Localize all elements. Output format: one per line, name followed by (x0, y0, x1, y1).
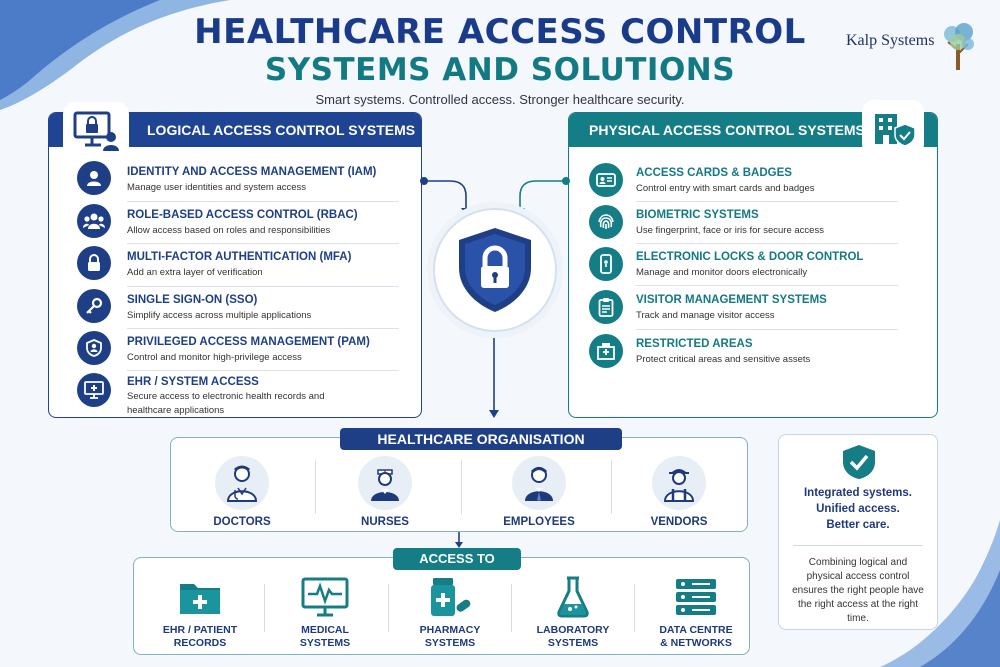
hospital-icon (589, 334, 623, 368)
divider (127, 201, 399, 202)
logical-item-title: MULTI-FACTOR AUTHENTICATION (MFA) (127, 251, 352, 263)
shield-check-icon (843, 445, 875, 479)
physical-item-title: RESTRICTED AREAS (636, 338, 753, 350)
page-title-line2: SYSTEMS AND SOLUTIONS (264, 52, 736, 88)
pill-bottle-icon (389, 576, 511, 618)
divider (127, 370, 399, 371)
logical-item-desc: Manage user identities and system access (127, 182, 307, 193)
logical-item-title: EHR / SYSTEM ACCESS (127, 376, 259, 388)
heartbeat-monitor-icon (264, 576, 386, 618)
building-shield-icon (862, 100, 924, 156)
physical-item-title: VISITOR MANAGEMENT SYSTEMS (636, 294, 827, 306)
summary-description: Combining logical and physical access co… (792, 557, 924, 624)
org-member-nurses: NURSES (325, 456, 445, 528)
logical-item-desc: Simplify access across multiple applicat… (127, 310, 312, 321)
divider (636, 285, 898, 286)
lock-icon (77, 246, 111, 280)
summary-box: Integrated systems. Unified access. Bett… (778, 434, 938, 630)
group-icon (77, 204, 111, 238)
org-member-label: DOCTORS (213, 516, 271, 528)
physical-item-desc: Track and manage visitor access (636, 310, 775, 321)
server-icon (635, 576, 757, 618)
door-lock-icon (589, 247, 623, 281)
employee-icon (512, 456, 566, 510)
computer-lock-icon (63, 102, 129, 160)
nurse-icon (358, 456, 412, 510)
folder-medical-icon (139, 576, 261, 618)
badge-icon (589, 163, 623, 197)
brand-name: Kalp Systems (846, 32, 935, 49)
shield-user-icon (77, 331, 111, 365)
org-member-label: NURSES (361, 516, 409, 528)
physical-item-title: ELECTRONIC LOCKS & DOOR CONTROL (636, 251, 864, 263)
org-member-label: VENDORS (650, 516, 708, 528)
physical-item-desc: Use fingerprint, face or iris for secure… (636, 225, 824, 236)
physical-item-desc: Manage and monitor doors electronically (636, 267, 808, 278)
divider (636, 243, 898, 244)
central-shield (433, 208, 557, 332)
physical-item-desc: Control entry with smart cards and badge… (636, 183, 815, 194)
decorative-wave-top-left (0, 0, 230, 110)
access-item-label: DATA CENTRE& NETWORKS (659, 624, 733, 649)
divider (264, 584, 265, 632)
vendor-icon (652, 456, 706, 510)
logical-item-desc: Add an extra layer of verification (127, 267, 263, 278)
access-item-datacentre: DATA CENTRE& NETWORKS (635, 576, 757, 650)
divider (127, 328, 399, 329)
physical-item-desc: Protect critical areas and sensitive ass… (636, 354, 811, 365)
clipboard-icon (589, 290, 623, 324)
divider (611, 460, 612, 514)
physical-access-panel: PHYSICAL ACCESS CONTROL SYSTEMS ACCESS C… (568, 112, 938, 418)
divider (127, 243, 399, 244)
divider (636, 329, 898, 330)
medical-monitor-icon (77, 373, 111, 407)
fingerprint-icon (589, 205, 623, 239)
user-icon (77, 161, 111, 195)
tree-logo-icon (944, 23, 974, 70)
physical-item-title: ACCESS CARDS & BADGES (636, 167, 792, 179)
org-member-vendors: VENDORS (619, 456, 739, 528)
logical-item-title: SINGLE SIGN-ON (SSO) (127, 294, 258, 306)
flask-icon (512, 576, 634, 618)
org-member-label: EMPLOYEES (503, 516, 575, 528)
logical-item-desc: Control and monitor high-privilege acces… (127, 352, 302, 363)
divider (793, 545, 923, 546)
shield-lock-icon (459, 228, 531, 312)
org-member-employees: EMPLOYEES (479, 456, 599, 528)
divider (461, 460, 462, 514)
summary-tagline: Integrated systems. Unified access. Bett… (803, 487, 912, 531)
org-member-doctors: DOCTORS (182, 456, 302, 528)
organisation-title: HEALTHCARE ORGANISATION (340, 428, 622, 450)
divider (636, 201, 898, 202)
logical-item-title: PRIVILEGED ACCESS MANAGEMENT (PAM) (127, 336, 370, 348)
divider (388, 584, 389, 632)
doctor-icon (215, 456, 269, 510)
divider (511, 584, 512, 632)
divider (634, 584, 635, 632)
page-subtitle: Smart systems. Controlled access. Strong… (315, 92, 685, 107)
divider (127, 286, 399, 287)
physical-item-title: BIOMETRIC SYSTEMS (636, 209, 759, 221)
logical-item-desc: Allow access based on roles and responsi… (127, 225, 331, 236)
decorative-wave-bottom-right (880, 520, 1000, 667)
logical-item-title: IDENTITY AND ACCESS MANAGEMENT (IAM) (127, 166, 377, 178)
access-title: ACCESS TO (393, 548, 521, 570)
page-title-line1: HEALTHCARE ACCESS CONTROL (194, 12, 806, 52)
organisation-panel: DOCTORS NURSES EMPLOYEES VENDORS (170, 437, 748, 532)
logical-item-title: ROLE-BASED ACCESS CONTROL (RBAC) (127, 209, 358, 221)
divider (315, 460, 316, 514)
logical-item-desc: Secure access to electronic health recor… (127, 391, 325, 416)
key-icon (77, 289, 111, 323)
